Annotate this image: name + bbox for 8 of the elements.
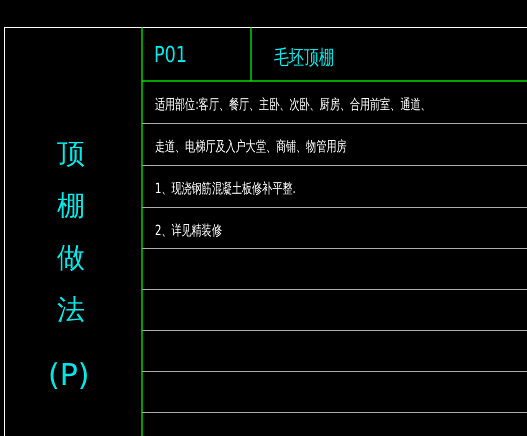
code-heading: (P) [48,358,90,393]
vertical-heading: 顶棚做法 [57,136,85,328]
cell-text: 2、详见精装修 [155,222,222,240]
cell-text: 1、现浇钢筋混凝土板修补平整. [155,180,296,198]
cell-text: 走道、电梯厅及入户大堂、商铺、物管用房 [155,138,347,156]
cell-text: 适用部位:客厅、餐厅、主卧、次卧、厨房、合用前室、通道、 [155,96,431,114]
code-text: P01 [154,43,187,68]
title-text: 毛坯顶棚 [274,44,334,71]
